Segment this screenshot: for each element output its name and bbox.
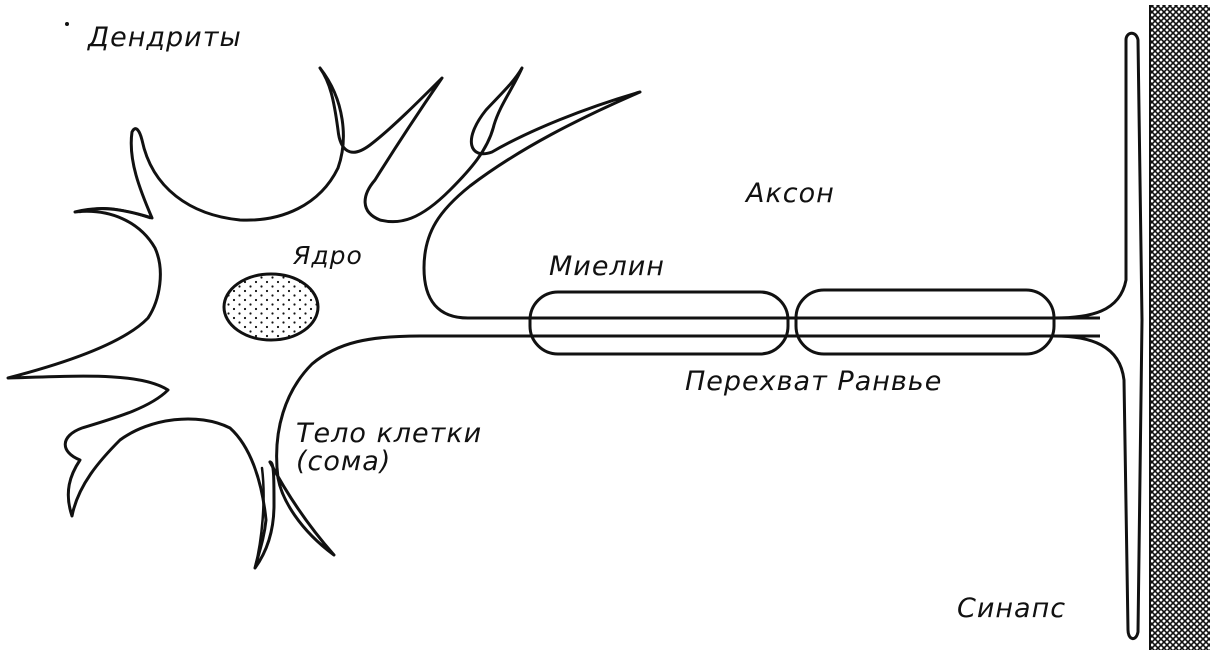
- label-ranvier: Перехват Ранвье: [685, 368, 942, 396]
- stray-dot: [65, 22, 69, 26]
- myelin-segment-1: [530, 292, 788, 354]
- label-nucleus: Ядро: [293, 243, 363, 269]
- label-synapse: Синапс: [957, 595, 1066, 623]
- nucleus: [224, 274, 318, 340]
- postsynaptic-membrane: [1150, 5, 1210, 650]
- label-soma-line1: Тело клетки: [296, 420, 482, 448]
- label-dendrites: Дендриты: [88, 24, 242, 52]
- label-soma-line2: (сома): [296, 448, 482, 476]
- label-axon: Аксон: [746, 180, 835, 208]
- label-soma: Тело клетки (сома): [296, 420, 482, 477]
- myelin-segment-2: [796, 290, 1054, 354]
- label-myelin: Миелин: [549, 253, 665, 281]
